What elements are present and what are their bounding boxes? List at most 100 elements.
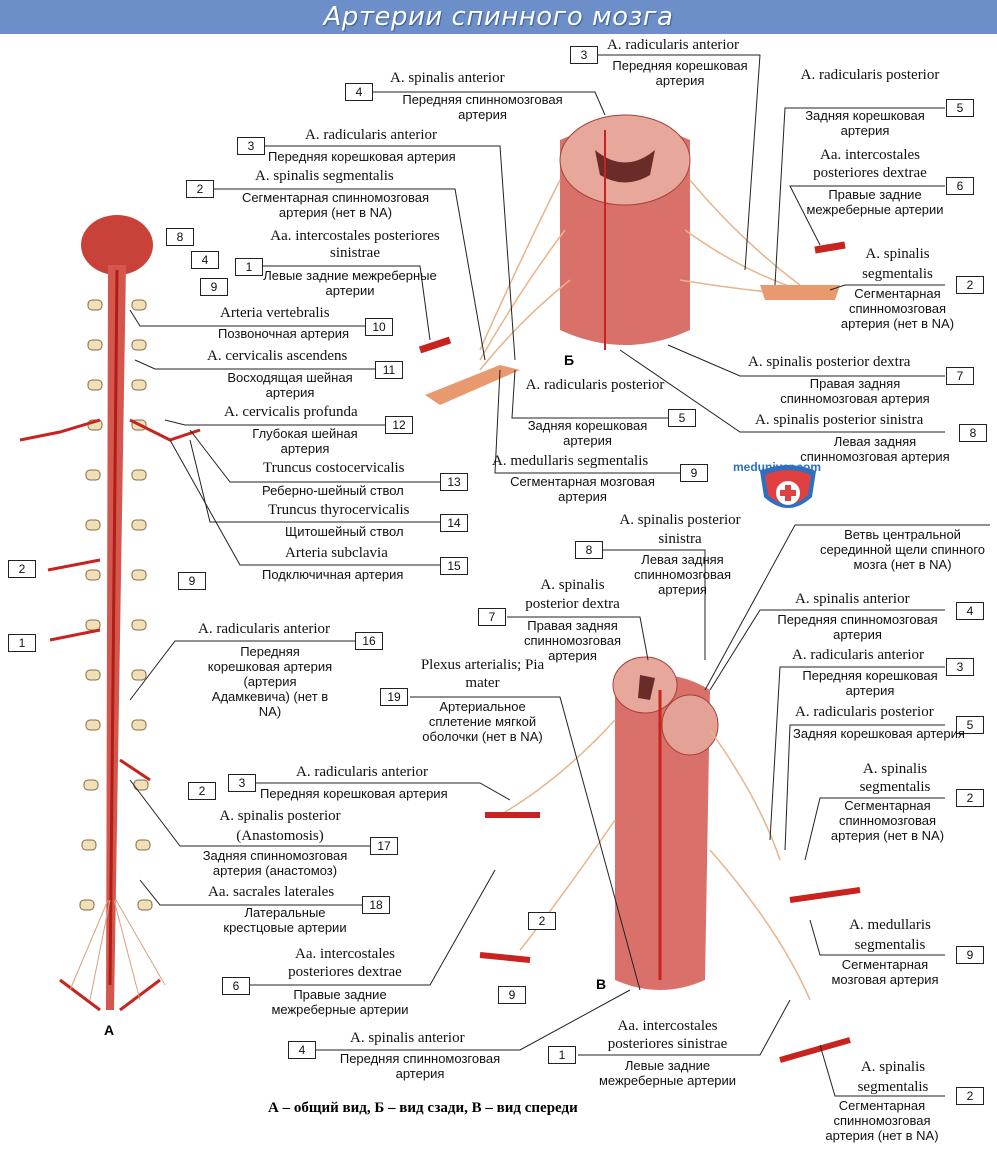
panel-v-drawing (479, 656, 861, 1063)
label-number: 1 (235, 258, 263, 276)
label-number: 15 (440, 557, 468, 575)
label-number: 5 (946, 99, 974, 117)
label-latin: A. spinalis posterior sinistra (755, 412, 924, 428)
label-russian: Позвоночная артерия (218, 326, 350, 341)
label-latin: A. radicularis posterior (525, 377, 665, 393)
label-latin: Plexus arterialis; Pia mater (420, 657, 545, 691)
label-number: 4 (345, 83, 373, 101)
label-russian: Ветвь центральной серединной щели спинно… (819, 527, 986, 572)
vertebra-segments (79, 299, 153, 911)
page-title: Артерии спинного мозга (323, 2, 674, 32)
label-russian: Восходящая шейная артерия (227, 370, 353, 400)
label-latin: A. spinalis posterior sinistra (619, 512, 741, 547)
meduniver-shield-icon (760, 465, 816, 508)
label-russian: Сегментарная спинномозговая артерия (нет… (825, 1098, 939, 1143)
label-russian: Сегментарная спинномозговая артерия (нет… (830, 798, 945, 843)
label-latin: A. cervicalis profunda (224, 404, 358, 420)
label-latin: A. spinalis posterior dextra (748, 354, 911, 370)
label-number: 3 (570, 46, 598, 64)
label-number: 2 (956, 276, 984, 294)
label-latin: A. medullaris segmentalis (492, 453, 649, 469)
label-number: 4 (956, 602, 984, 620)
brainstem-shape (81, 215, 153, 275)
label-number: 1 (548, 1046, 576, 1064)
label-russian: Передняя спинномозговая артерия (339, 1051, 501, 1081)
label-russian: Подключичная артерия (262, 567, 404, 582)
label-latin: A. spinalis posterior (Anastomosis) (219, 808, 341, 844)
panel-a-nerves (69, 899, 166, 1001)
label-latin: A. radicularis anterior (607, 37, 740, 53)
label-russian: Передняя корешковая артерия (артерия Ада… (207, 644, 333, 719)
label-number: 8 (166, 228, 194, 246)
label-russian: Передняя спинномозговая артерия (402, 92, 563, 122)
label-russian: Сегментарная спинномозговая артерия (нет… (840, 286, 955, 331)
label-number: 19 (380, 688, 408, 706)
label-number: 7 (946, 367, 974, 385)
label-number: 2 (528, 912, 556, 930)
label-latin: Arteria subclavia (285, 545, 388, 561)
label-number: 3 (237, 137, 265, 155)
label-number: 14 (440, 514, 468, 532)
label-russian: Левые задние межреберные артерии (263, 268, 437, 298)
label-russian: Задняя корешковая артерия (793, 726, 965, 741)
label-russian: Левые задние межреберные артерии (598, 1058, 737, 1088)
label-russian: Реберно-шейный ствол (262, 483, 404, 498)
label-latin: A. spinalis segmentalis (859, 761, 931, 795)
label-number: 13 (440, 473, 468, 491)
label-latin: A. medullaris segmentalis (849, 917, 931, 953)
gray-matter-b (595, 150, 655, 183)
label-number: 17 (370, 837, 398, 855)
figure-caption: А – общий вид, Б – вид сзади, В – вид сп… (268, 1100, 578, 1116)
label-latin: A. radicularis anterior (296, 764, 429, 780)
label-russian: Задняя корешковая артерия (805, 108, 925, 138)
label-number: 3 (228, 774, 256, 792)
label-russian: Глубокая шейная артерия (252, 426, 358, 456)
panel-a-drawing (19, 215, 201, 1012)
panel-b-drawing (418, 114, 846, 405)
nerve-roots-v (499, 719, 811, 1001)
label-latin: A. cervicalis ascendens (207, 348, 348, 364)
label-number: 4 (191, 251, 219, 269)
label-latin: A. radicularis anterior (792, 647, 925, 663)
label-number: 4 (288, 1041, 316, 1059)
label-russian: Щитошейный ствол (285, 524, 404, 539)
label-latin: Aa. sacrales laterales (208, 884, 335, 900)
label-latin: A. radicularis posterior (795, 704, 934, 720)
label-latin: A. radicularis anterior (198, 621, 331, 637)
label-number: 2 (956, 1087, 984, 1105)
label-number: 1 (8, 634, 36, 652)
label-latin: Aa. intercostales posteriores dextrae (813, 147, 927, 181)
label-latin: Aa. intercostales posteriores sinistrae (270, 228, 440, 261)
panel-a-arteries (19, 418, 201, 1012)
label-russian: Сегментарная мозговая артерия (831, 957, 939, 987)
label-latin: Truncus costocervicalis (263, 460, 405, 476)
label-russian: Правые задние межреберные артерии (806, 187, 944, 217)
label-russian: Передняя корешковая артерия (802, 668, 938, 698)
anterior-spinal-artery-line (108, 269, 119, 986)
label-number: 8 (575, 541, 603, 559)
label-latin: A. spinalis posterior dextra (525, 577, 620, 612)
label-latin: A. spinalis anterior (390, 70, 505, 86)
segmental-artery-left-b (425, 365, 520, 405)
label-latin: A. spinalis segmentalis (862, 246, 933, 282)
label-number: 2 (188, 782, 216, 800)
label-latin: Aa. intercostales posteriores dextrae (288, 946, 402, 980)
label-number: 6 (946, 177, 974, 195)
label-number: 9 (178, 572, 206, 590)
label-number: 2 (186, 180, 214, 198)
label-latin: Arteria vertebralis (220, 305, 330, 321)
label-russian: Передняя спинномозговая артерия (777, 612, 938, 642)
label-russian: Задняя спинномозговая артерия (анастомоз… (202, 848, 348, 878)
label-russian: Передняя корешковая артерия (260, 786, 448, 801)
intercostal-left-b (418, 336, 452, 354)
label-number: 8 (959, 424, 987, 442)
label-number: 7 (478, 608, 506, 626)
label-number: 2 (956, 789, 984, 807)
label-number: 3 (946, 658, 974, 676)
label-number: 5 (668, 409, 696, 427)
label-number: 12 (385, 416, 413, 434)
label-number: 18 (362, 896, 390, 914)
label-russian: Передняя корешковая артерия (612, 58, 748, 88)
label-latin: Aa. intercostales posteriores sinistrae (607, 1018, 728, 1052)
label-latin: A. radicularis anterior (305, 127, 438, 143)
